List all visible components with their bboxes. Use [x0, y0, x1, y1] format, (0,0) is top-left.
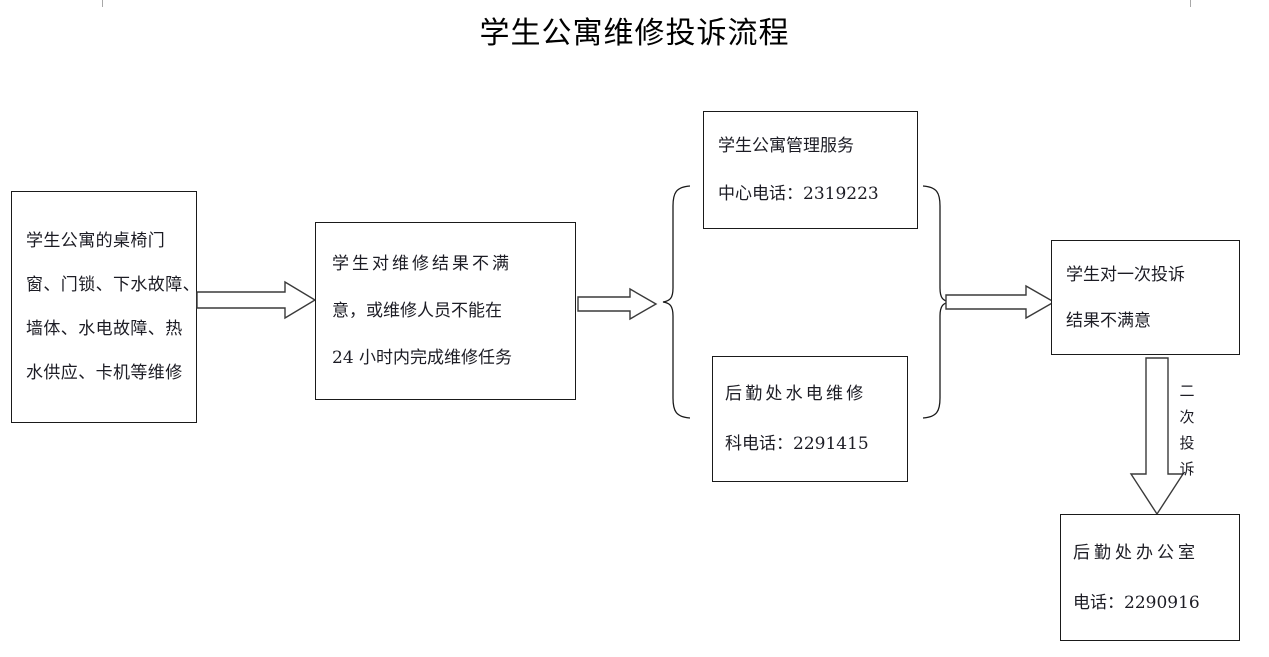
page-title: 学生公寓维修投诉流程 [479, 16, 790, 51]
node-intake-line-3: 墙体、水电故障、热 [26, 319, 183, 339]
bracket-left-icon [662, 184, 692, 420]
node-second-condition-line-1: 学生对一次投诉 [1066, 264, 1185, 285]
crop-mark-top-right [1190, 0, 1235, 7]
node-service-center-line-2: 中心电话：2319223 [718, 184, 879, 204]
node-repair-section-line-2: 科电话：2291415 [725, 434, 869, 454]
node-second-complaint-condition: 学生对一次投诉 结果不满意 [1051, 240, 1240, 355]
edge-label-char-3: 投 [1179, 434, 1195, 452]
arrow-dissatisfied-to-contact-group [577, 287, 658, 321]
arrow-second-complaint-to-office [1128, 357, 1186, 516]
node-intake-line-4: 水供应、卡机等维修 [26, 363, 183, 383]
edge-label-char-4: 诉 [1179, 460, 1195, 478]
node-logistics-office-line-2: 电话：2290916 [1073, 592, 1200, 613]
node-dissatisfied-line-1: 学生对维修结果不满 [332, 253, 512, 274]
arrow-contact-group-to-second-complaint [945, 284, 1056, 320]
crop-mark-top-left [58, 0, 103, 7]
node-second-condition-line-2: 结果不满意 [1066, 310, 1151, 331]
edge-label-char-1: 二 [1179, 382, 1195, 400]
node-service-center-line-1: 学生公寓管理服务 [718, 136, 854, 156]
node-first-complaint-condition: 学生对维修结果不满 意，或维修人员不能在 24 小时内完成维修任务 [315, 222, 576, 400]
node-logistics-office-line-1: 后勤处办公室 [1073, 542, 1199, 563]
node-repair-section: 后勤处水电维修 科电话：2291415 [712, 356, 908, 482]
node-intake-scope: 学生公寓的桌椅门 窗、门锁、下水故障、 墙体、水电故障、热 水供应、卡机等维修 [11, 191, 200, 423]
node-logistics-office: 后勤处办公室 电话：2290916 [1060, 514, 1240, 641]
node-service-center: 学生公寓管理服务 中心电话：2319223 [703, 111, 918, 229]
arrow-intake-to-dissatisfied [196, 280, 317, 320]
edge-label-char-2: 次 [1179, 408, 1195, 426]
node-intake-line-1: 学生公寓的桌椅门 [26, 231, 166, 251]
node-dissatisfied-line-3: 24 小时内完成维修任务 [332, 347, 513, 368]
node-repair-section-line-1: 后勤处水电维修 [725, 384, 867, 404]
node-dissatisfied-line-2: 意，或维修人员不能在 [332, 300, 502, 321]
node-intake-line-2: 窗、门锁、下水故障、 [26, 275, 200, 295]
edge-label-second-complaint: 二 次 投 诉 [1176, 378, 1198, 482]
